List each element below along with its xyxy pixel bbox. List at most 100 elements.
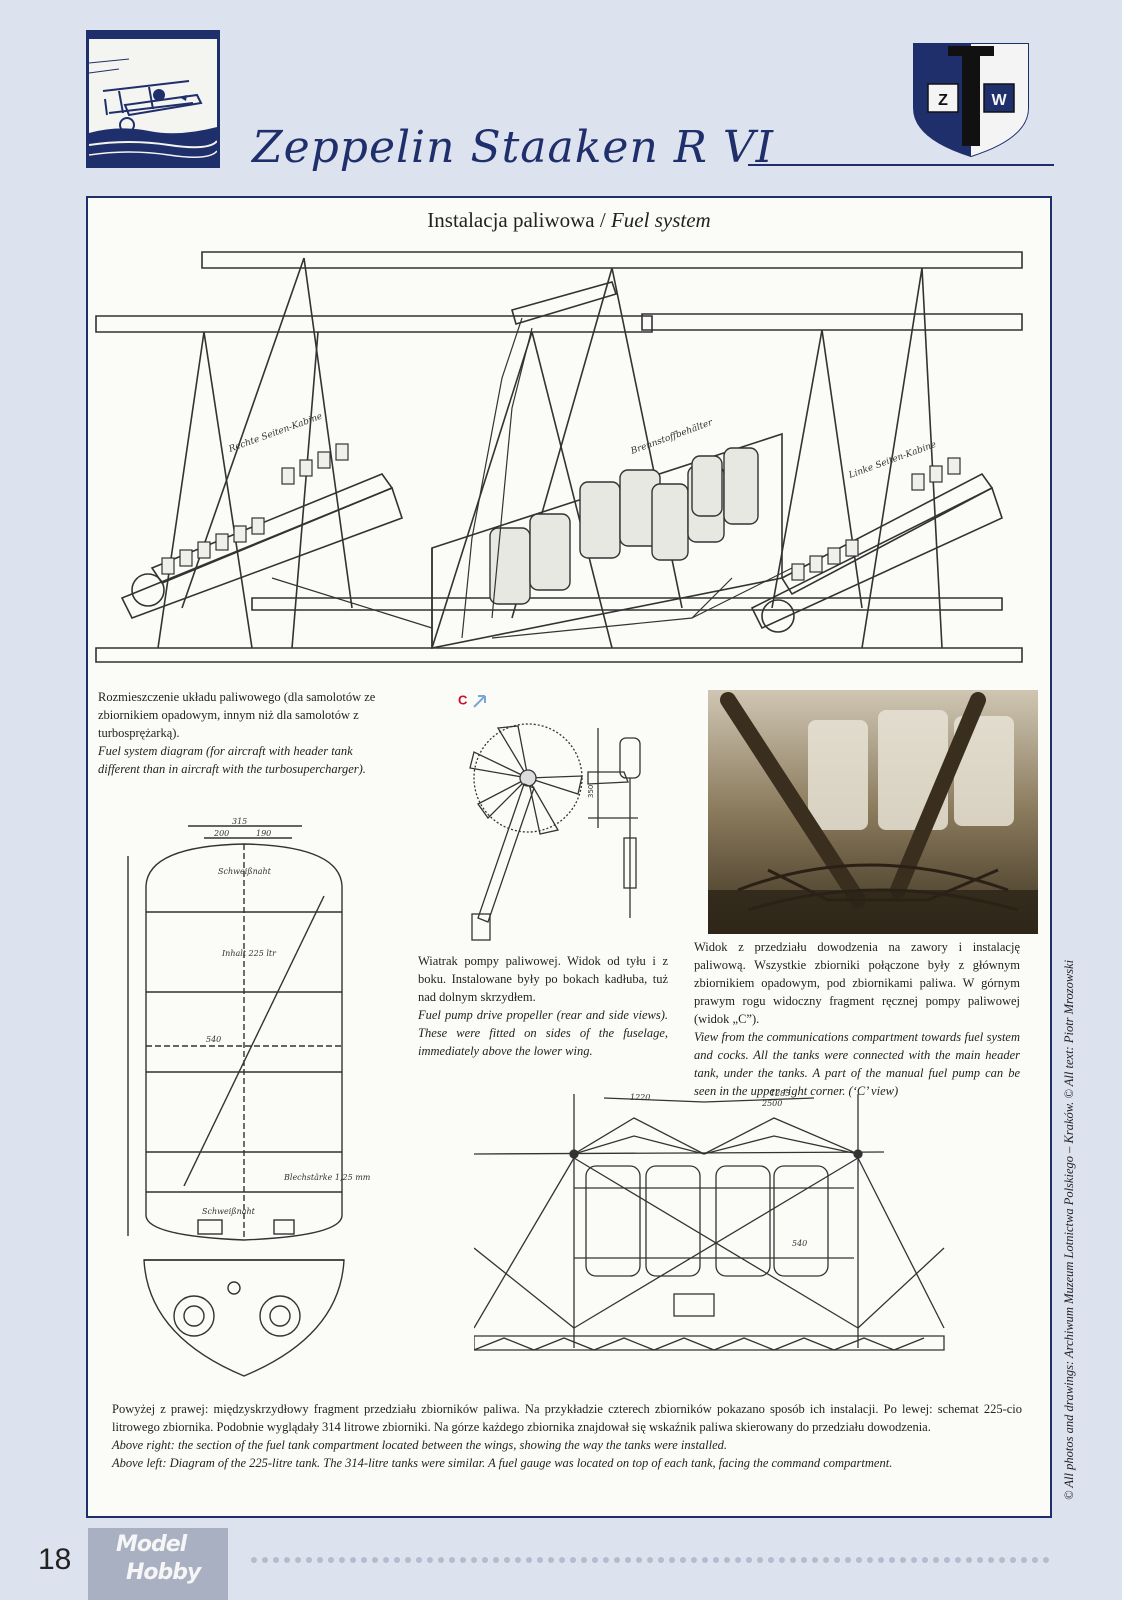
footer-dot [482,1557,488,1563]
footer-dot [977,1557,983,1563]
caption-pump: Wiatrak pompy paliwowej. Widok od tyłu i… [418,952,668,1060]
caption-photo-pl: Widok z przedziału dowodzenia na zawory … [694,940,1020,1026]
footer-dot [262,1557,268,1563]
footer-dot [867,1557,873,1563]
footer-dot [966,1557,972,1563]
footer-dot [988,1557,994,1563]
footer-dot [779,1557,785,1563]
section-title-separator: / [594,208,611,232]
section-title: Instalacja paliwowa / Fuel system [88,208,1050,233]
caption-fuel-system-en: Fuel system diagram (for aircraft with h… [98,744,366,776]
caption-pump-en: Fuel pump drive propeller (rear and side… [418,1008,668,1058]
section-title-pl: Instalacja paliwowa [427,208,595,232]
footer-dot [757,1557,763,1563]
footer-dot [812,1557,818,1563]
footer-dot [658,1557,664,1563]
caption-bottom-pl: Powyżej z prawej: międzyskrzydłowy fragm… [112,1402,1022,1434]
footer-dot [922,1557,928,1563]
footer-dot [383,1557,389,1563]
footer-dot [537,1557,543,1563]
footer-dot [834,1557,840,1563]
footer-dot [328,1557,334,1563]
model-hobby-logo: Model Hobby [88,1528,228,1600]
footer-dot [548,1557,554,1563]
footer-dot [515,1557,521,1563]
footer-dot [339,1557,345,1563]
compartment-dim-1285: 1285 [770,1089,790,1098]
footer-dot [427,1557,433,1563]
footer-dot [1021,1557,1027,1563]
footer-dot [1032,1557,1038,1563]
footer-dot [647,1557,653,1563]
footer-dot [801,1557,807,1563]
footer-dot [735,1557,741,1563]
footer-dot [614,1557,620,1563]
page-title: Zeppelin Staaken R VI [252,122,775,173]
tank-dim-200: 200 [213,829,229,838]
footer-dot [856,1557,862,1563]
svg-text:350: 350 [587,785,595,798]
caption-bottom-en-2: Above left: Diagram of the 225-litre tan… [112,1456,893,1470]
footer-dot [460,1557,466,1563]
caption-pump-pl: Wiatrak pompy paliwowej. Widok od tyłu i… [418,954,668,1004]
tank-compartment-drawing: 1220 1285 2500 540 [474,1089,945,1351]
footer-dot [438,1557,444,1563]
footer-dot [273,1557,279,1563]
caption-photo-en: View from the communications compartment… [694,1030,1020,1098]
footer-dot [526,1557,532,1563]
title-rule [748,164,1054,166]
footer-dot [636,1557,642,1563]
footer-dot [845,1557,851,1563]
caption-fuel-system-pl: Rozmieszczenie układu paliwowego (dla sa… [98,690,376,740]
footer-dot [350,1557,356,1563]
badge-letter-w: W [991,92,1007,109]
label-header-tank: Brennstoffbehälter [629,418,715,457]
footer-dot [504,1557,510,1563]
compartment-photo [708,690,1038,934]
footer-dot [284,1557,290,1563]
footer-dot [999,1557,1005,1563]
page-number: 18 [38,1543,72,1576]
footer-dot [702,1557,708,1563]
footer-dot [625,1557,631,1563]
caption-bottom: Powyżej z prawej: międzyskrzydłowy fragm… [112,1400,1022,1472]
footer-dot [713,1557,719,1563]
section-title-en: Fuel system [610,208,711,232]
logo-line-2: Hobby [126,1560,201,1585]
footer-dot [1043,1557,1049,1563]
footer-dot [394,1557,400,1563]
tank-capacity-label: Inhalt 225 ltr [221,949,277,958]
compartment-dim-1220: 1220 [630,1093,650,1102]
caption-fuel-system: Rozmieszczenie układu paliwowego (dla sa… [98,688,394,778]
caption-bottom-en-1: Above right: the section of the fuel tan… [112,1438,728,1452]
footer-dot [372,1557,378,1563]
tank-weld-label-bottom: Schweißnaht [202,1207,256,1216]
footer-dot [592,1557,598,1563]
footer-dot [416,1557,422,1563]
footer-dot [471,1557,477,1563]
footer-dot [603,1557,609,1563]
footer-dot [361,1557,367,1563]
footer-dots [251,1557,1049,1563]
footer-dot [823,1557,829,1563]
footer-dot [746,1557,752,1563]
tank-diagram: 315 200 190 Schweißnaht Inhalt 225 ltr 5… [127,817,371,1377]
pump-propeller-drawing: 350 [469,723,641,941]
footer-dot [911,1557,917,1563]
footer-dot [306,1557,312,1563]
footer-dot [449,1557,455,1563]
footer-dot [790,1557,796,1563]
photo-credit: © All photos and drawings: Archiwum Muze… [1062,959,1076,1500]
arrow-icon [473,695,487,708]
footer-dot [933,1557,939,1563]
footer-dot [317,1557,323,1563]
footer-dot [295,1557,301,1563]
footer-dot [570,1557,576,1563]
footer-dot [691,1557,697,1563]
caption-photo: Widok z przedziału dowodzenia na zawory … [694,938,1020,1100]
compartment-dim-540: 540 [792,1239,807,1248]
footer-dot [581,1557,587,1563]
footer-dot [251,1557,257,1563]
fuel-system-drawing: Rechte Seiten-Kabine Linke Seiten-Kabine… [95,251,1023,663]
zw-badge: Z W [910,38,1032,160]
